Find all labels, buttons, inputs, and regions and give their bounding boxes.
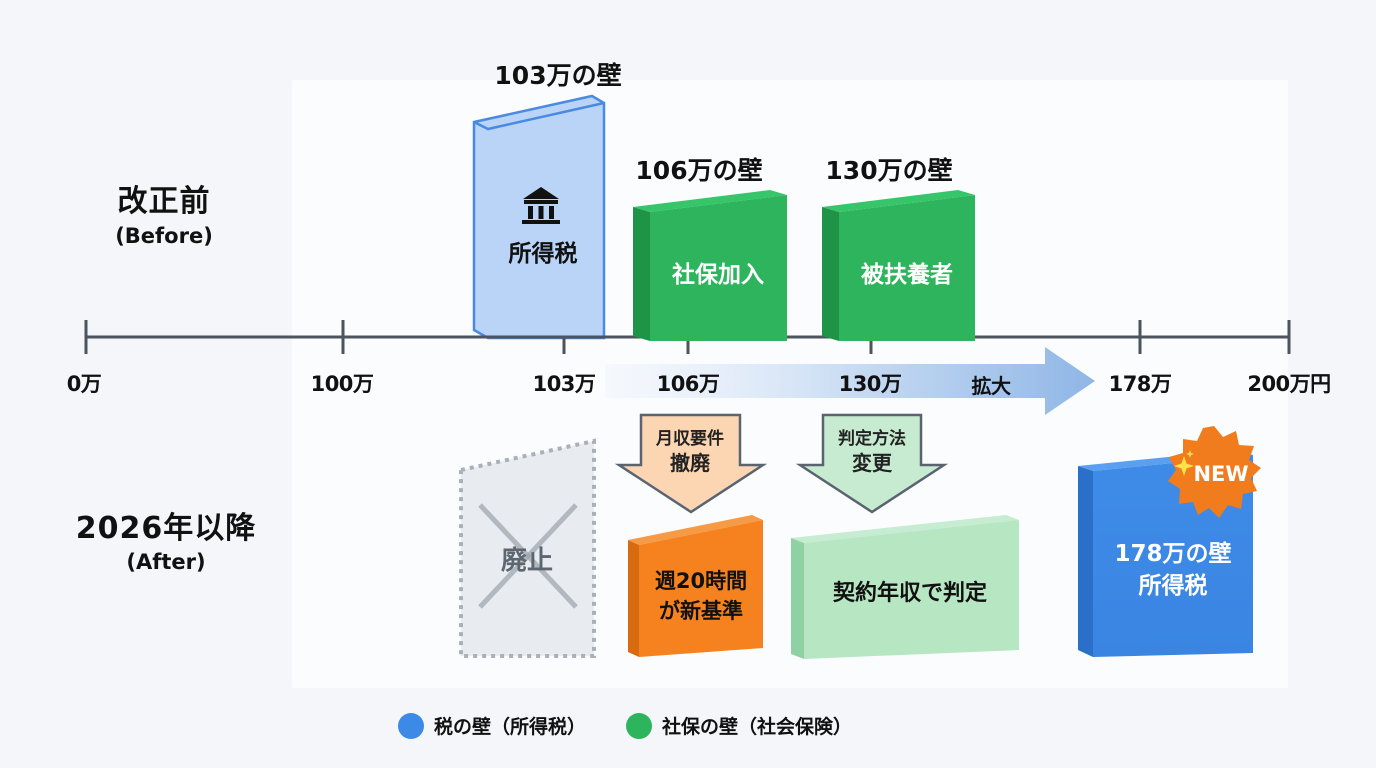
tick-label-106: 106万: [656, 372, 720, 396]
week20-line2: が新基準: [658, 599, 743, 623]
arrow-106-line1: 月収要件: [656, 429, 724, 449]
down-arrow-130: [795, 413, 949, 514]
wall-103-title: 103万の壁: [494, 61, 622, 90]
wall-106-block: [633, 190, 787, 341]
before-row-subtitle: (Before): [115, 224, 213, 248]
tick-label-0: 0万: [66, 372, 102, 396]
arrow-106-text: 月収要件 撤廃: [656, 427, 724, 475]
wall-106-label: 社保加入: [672, 262, 764, 288]
legend-dot-tax: [398, 712, 424, 739]
wall-178-line2: 所得税: [1138, 573, 1208, 599]
expand-arrow: [605, 347, 1095, 415]
tick-label-130: 130万: [838, 372, 902, 396]
legend-item-tax: 税の壁（所得税）: [398, 712, 586, 739]
wall-103-label: 所得税: [508, 241, 578, 267]
wall-130-title: 130万の壁: [825, 156, 953, 185]
abolished-label: 廃止: [500, 546, 554, 576]
legend-label-social: 社保の壁（社会保険）: [662, 716, 853, 738]
week20-block: [628, 515, 763, 657]
tick-label-100: 100万: [310, 372, 374, 396]
down-arrow-106: [614, 413, 768, 514]
arrow-130-line2: 変更: [852, 451, 892, 475]
week20-line1: 週20時間: [654, 569, 748, 593]
after-row-title: 2026年以降: [75, 511, 257, 546]
tick-label-200: 200万円: [1247, 372, 1331, 396]
contract-income-block: [791, 515, 1019, 659]
arrow-106-line2: 撤廃: [670, 451, 710, 475]
tick-label-178: 178万: [1108, 372, 1172, 396]
wall-106-title: 106万の壁: [635, 156, 763, 185]
abolished-wall: [459, 438, 596, 658]
arrow-130-line1: 判定方法: [838, 429, 906, 449]
new-badge-label: NEW: [1193, 462, 1249, 486]
legend-label-tax: 税の壁（所得税）: [434, 716, 587, 738]
legend: 税の壁（所得税） 社保の壁（社会保険）: [398, 712, 882, 739]
tick-label-103: 103万: [532, 372, 596, 396]
wall-178-line1: 178万の壁: [1114, 541, 1232, 567]
wall-130-block: [822, 190, 975, 341]
week20-text: 週20時間 が新基準: [655, 566, 747, 626]
bank-icon: [522, 187, 560, 224]
legend-item-social: 社保の壁（社会保険）: [626, 712, 852, 739]
after-row-subtitle: (After): [126, 550, 206, 574]
wall-178-text: 178万の壁 所得税: [1114, 538, 1231, 602]
legend-dot-social: [626, 712, 653, 739]
contract-income-label: 契約年収で判定: [832, 581, 988, 606]
sparkle-icon: [1174, 450, 1194, 476]
before-row-title: 改正前: [117, 184, 211, 219]
wall-130-label: 被扶養者: [861, 262, 953, 288]
new-badge[interactable]: [1168, 426, 1261, 518]
arrow-130-text: 判定方法 変更: [838, 427, 906, 475]
expand-arrow-label: 拡大: [971, 374, 1012, 398]
